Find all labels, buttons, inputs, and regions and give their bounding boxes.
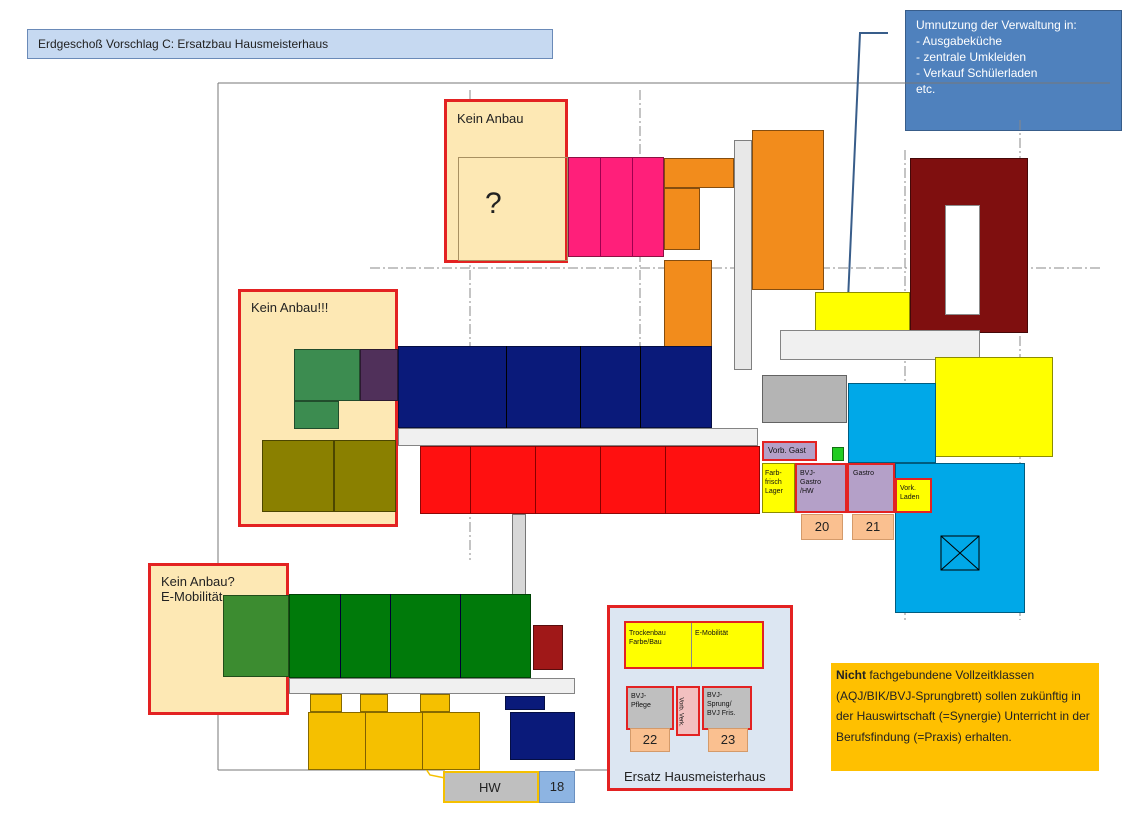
bottom-corridor bbox=[289, 678, 575, 694]
navy-divider bbox=[506, 346, 507, 428]
red-divider bbox=[470, 446, 471, 514]
bvj-pflege-label: BVJ- Pflege bbox=[631, 693, 651, 709]
room-number-22: 22 bbox=[630, 728, 670, 752]
zone-top-room-outline bbox=[458, 157, 568, 261]
farb-lager-label: Farb- frisch Lager bbox=[765, 470, 783, 495]
vork-laden-label: Vork. Laden bbox=[900, 485, 920, 501]
red-divider bbox=[665, 446, 666, 514]
note-bold: Nicht bbox=[836, 668, 866, 682]
room-trockenbau-emob-frame bbox=[624, 621, 764, 669]
callout-item: - Ausgabeküche bbox=[916, 34, 1003, 48]
admin-corridor bbox=[780, 330, 980, 360]
bvj-sprung-label: BVJ- Sprung/ BVJ Fris. bbox=[707, 692, 736, 717]
green-room-upper-left bbox=[294, 349, 360, 401]
room-vork-laden: Vork. Laden bbox=[895, 478, 932, 513]
green-divider bbox=[340, 594, 341, 678]
note-box: Nicht fachgebundene Vollzeitklassen (AQJ… bbox=[831, 663, 1099, 771]
room-gastro: Gastro bbox=[847, 463, 895, 513]
green-divider bbox=[390, 594, 391, 678]
room-number-21: 21 bbox=[852, 514, 894, 540]
purple-room bbox=[360, 349, 398, 401]
emob-label: E-Mobilität bbox=[695, 630, 729, 637]
darkred-small-room bbox=[533, 625, 563, 670]
vorb-gast-label: Vorb. Gast bbox=[768, 446, 806, 455]
room-number-20: 20 bbox=[801, 514, 843, 540]
ersatz-hausmeisterhaus: Trockenbau Farbe/Bau E-Mobilität BVJ- Pf… bbox=[607, 605, 793, 791]
zone-bottom-label-line1: Kein Anbau? bbox=[161, 574, 235, 589]
room-number-18: 18 bbox=[539, 771, 575, 803]
hw-label: HW bbox=[479, 780, 501, 795]
room-trockenbau: Trockenbau Farbe/Bau bbox=[626, 623, 692, 667]
room-vorb-gast: Vorb. Gast bbox=[762, 441, 817, 461]
callout-box: Umnutzung der Verwaltung in: - Ausgabekü… bbox=[905, 10, 1122, 131]
note-text: fachgebundene Vollzeitklassen (AQJ/BIK/B… bbox=[836, 668, 1090, 744]
page-title: Erdgeschoß Vorschlag C: Ersatzbau Hausme… bbox=[38, 37, 329, 51]
room-farb-lager: Farb- frisch Lager bbox=[762, 463, 795, 513]
olive-room-left bbox=[262, 440, 334, 512]
gold-kitchen-rooms bbox=[308, 712, 480, 770]
red-divider bbox=[600, 446, 601, 514]
orange-room-middle bbox=[664, 188, 700, 250]
ersatz-caption: Ersatz Hausmeisterhaus bbox=[624, 769, 766, 784]
vorb-verk-label: Vorb. Verk. bbox=[677, 697, 684, 727]
red-classrooms bbox=[420, 446, 760, 514]
callout-leader-line bbox=[847, 32, 888, 301]
zone-left-label: Kein Anbau!!! bbox=[251, 300, 329, 315]
trockenbau-label: Trockenbau Farbe/Bau bbox=[629, 630, 666, 646]
zone-bottom-label-line2: E-Mobilität bbox=[161, 589, 223, 604]
green-classrooms bbox=[289, 594, 531, 678]
zone-top-label: Kein Anbau bbox=[457, 111, 524, 126]
navy-divider bbox=[580, 346, 581, 428]
gold-room bbox=[360, 694, 388, 712]
navy-divider bbox=[640, 346, 641, 428]
hw-box: HW bbox=[443, 771, 539, 803]
grey-stair-area bbox=[762, 375, 847, 423]
olive-room-right bbox=[334, 440, 396, 512]
zone-top-question-mark: ? bbox=[485, 187, 502, 220]
page-title-box: Erdgeschoß Vorschlag C: Ersatzbau Hausme… bbox=[27, 29, 553, 59]
orange-room-lower bbox=[664, 260, 712, 355]
lightblue-x-symbol bbox=[940, 535, 980, 571]
room-number-23: 23 bbox=[708, 728, 748, 752]
red-divider bbox=[535, 446, 536, 514]
room-bvj-pflege: BVJ- Pflege bbox=[626, 686, 674, 730]
navy-room-bottom bbox=[510, 712, 575, 760]
room-bvj-sprung: BVJ- Sprung/ BVJ Fris. bbox=[702, 686, 752, 730]
room-bvj-gastro: BVJ- Gastro /HW bbox=[795, 463, 847, 513]
gold-divider bbox=[365, 712, 366, 770]
navy-classrooms bbox=[398, 346, 712, 428]
callout-item: - zentrale Umkleiden bbox=[916, 50, 1027, 64]
zone-top-kein-anbau: Kein Anbau ? bbox=[444, 99, 568, 263]
gastro-label: Gastro bbox=[853, 470, 875, 477]
orange-wing-right bbox=[752, 130, 824, 290]
callout-heading: Umnutzung der Verwaltung in: bbox=[916, 18, 1077, 32]
callout-list: - Ausgabeküche - zentrale Umkleiden - Ve… bbox=[916, 33, 1111, 97]
pink-room-divider bbox=[632, 157, 633, 257]
callout-item: - Verkauf Schülerladen bbox=[916, 66, 1038, 80]
gold-room bbox=[310, 694, 342, 712]
green-small-room bbox=[832, 447, 844, 461]
room-vorb-verk: Vorb. Verk. bbox=[676, 686, 700, 736]
pink-room-divider bbox=[600, 157, 601, 257]
lightblue-area-upper bbox=[848, 383, 936, 463]
connecting-corridor bbox=[512, 514, 526, 596]
navy-corridor bbox=[398, 428, 758, 446]
green-emobility-room bbox=[223, 595, 289, 677]
room-emobilitaet: E-Mobilität bbox=[692, 623, 762, 667]
grey-corridor-top bbox=[734, 140, 752, 370]
gold-divider bbox=[422, 712, 423, 770]
yellow-large-hall bbox=[935, 357, 1053, 457]
bvj-gastro-label: BVJ- Gastro /HW bbox=[800, 470, 822, 495]
callout-item: etc. bbox=[916, 82, 936, 96]
green-room-lower bbox=[294, 401, 339, 429]
green-divider bbox=[460, 594, 461, 678]
navy-small-room bbox=[505, 696, 545, 710]
gold-room bbox=[420, 694, 450, 712]
darkred-wing-courtyard bbox=[945, 205, 980, 315]
pink-classrooms bbox=[568, 157, 664, 257]
orange-room-top bbox=[664, 158, 734, 188]
